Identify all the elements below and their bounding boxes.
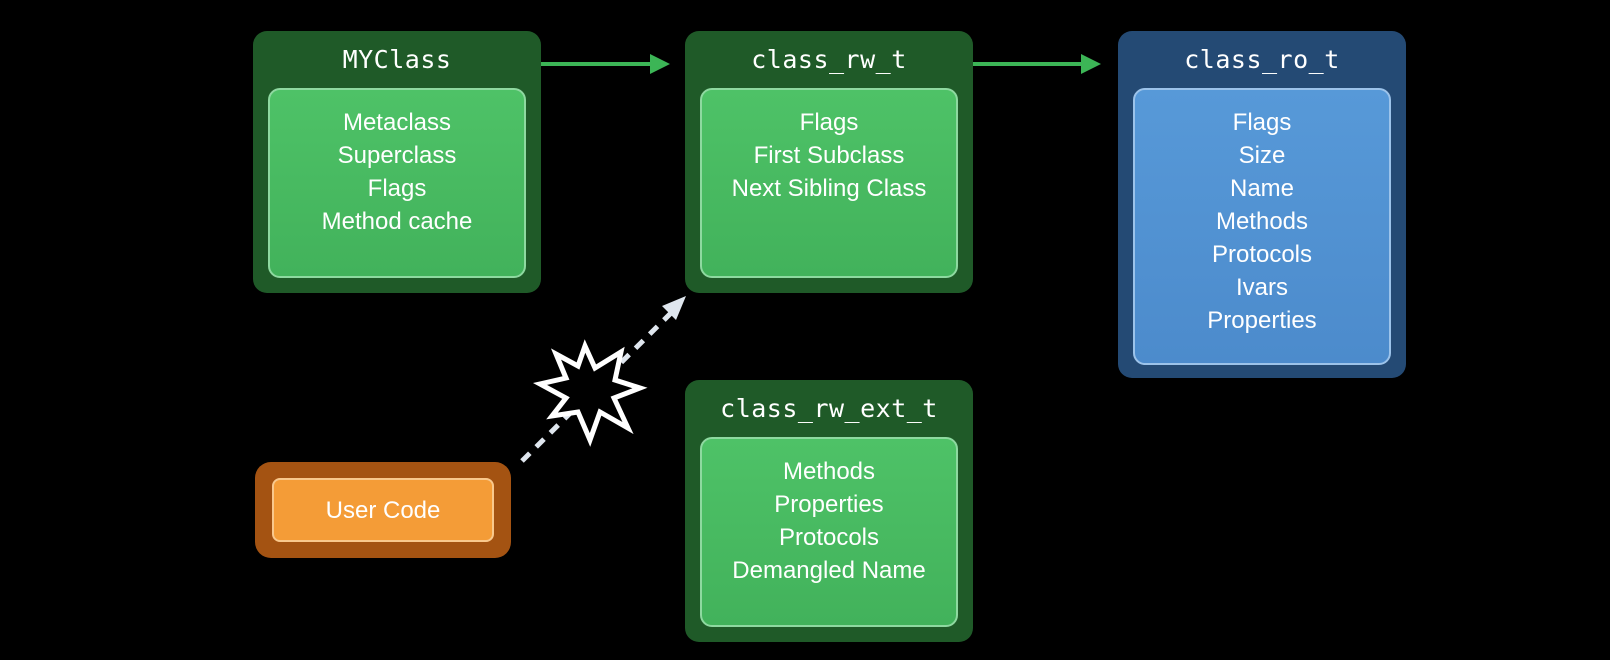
myclass-box: MYClass Metaclass Superclass Flags Metho… bbox=[253, 31, 541, 293]
class-rw-ext-t-field: Properties bbox=[774, 491, 884, 518]
explosion-icon bbox=[532, 339, 648, 447]
user-code-button: User Code bbox=[272, 478, 494, 542]
class-ro-t-field: Properties bbox=[1207, 307, 1317, 334]
class-ro-t-field: Protocols bbox=[1211, 241, 1313, 268]
class-ro-t-fields: Flags Size Name Methods Protocols Ivars … bbox=[1133, 88, 1391, 365]
class-rw-ext-t-fields: Methods Properties Protocols Demangled N… bbox=[700, 437, 958, 627]
myclass-fields: Metaclass Superclass Flags Method cache bbox=[268, 88, 526, 278]
class-rw-ext-t-field: Demangled Name bbox=[732, 557, 926, 584]
class-ro-t-field: Size bbox=[1238, 142, 1286, 169]
myclass-field: Superclass bbox=[337, 142, 457, 169]
myclass-field: Flags bbox=[367, 175, 427, 202]
user-code-label: User Code bbox=[325, 496, 441, 524]
arrow-head-icon bbox=[662, 296, 686, 320]
class-ro-t-field: Flags bbox=[1232, 109, 1292, 136]
class-rw-ext-t-field: Protocols bbox=[778, 524, 880, 551]
class-ro-t-box: class_ro_t Flags Size Name Methods Proto… bbox=[1118, 31, 1406, 378]
class-rw-ext-t-box: class_rw_ext_t Methods Properties Protoc… bbox=[685, 380, 973, 642]
class-ro-t-field: Ivars bbox=[1235, 274, 1288, 301]
myclass-field: Metaclass bbox=[342, 109, 452, 136]
class-rw-ext-t-field: Methods bbox=[782, 458, 876, 485]
user-code-box: User Code bbox=[255, 462, 511, 558]
class-ro-t-field: Methods bbox=[1215, 208, 1309, 235]
arrow-head-icon bbox=[650, 54, 670, 74]
myclass-field: Method cache bbox=[321, 208, 473, 235]
myclass-title: MYClass bbox=[342, 45, 452, 74]
arrow-myclass-to-class-rw-t bbox=[541, 54, 670, 74]
class-rw-t-field: Next Sibling Class bbox=[731, 175, 927, 202]
class-rw-ext-t-title: class_rw_ext_t bbox=[720, 394, 938, 423]
arrow-head-icon bbox=[1081, 54, 1101, 74]
class-ro-t-field: Name bbox=[1229, 175, 1295, 202]
class-ro-t-title: class_ro_t bbox=[1184, 45, 1340, 74]
arrow-class-rw-t-to-class-ro-t bbox=[973, 54, 1101, 74]
class-rw-t-box: class_rw_t Flags First Subclass Next Sib… bbox=[685, 31, 973, 293]
class-rw-t-title: class_rw_t bbox=[751, 45, 907, 74]
class-rw-t-field: Flags bbox=[799, 109, 859, 136]
class-rw-t-fields: Flags First Subclass Next Sibling Class bbox=[700, 88, 958, 278]
class-rw-t-field: First Subclass bbox=[753, 142, 905, 169]
